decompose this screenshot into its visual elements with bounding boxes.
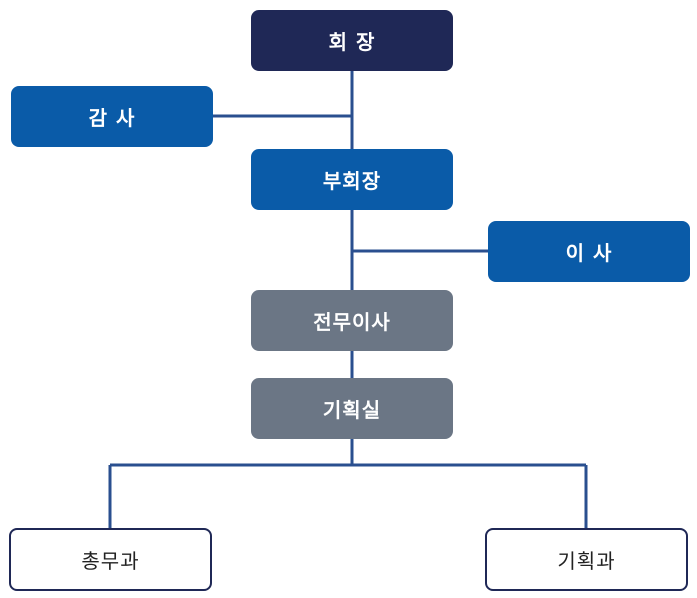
planning-dept-box: 기획과 (485, 528, 688, 591)
director-box: 이 사 (488, 221, 690, 282)
planning-dept-label: 기획과 (557, 549, 616, 573)
planning-office-box: 기획실 (251, 378, 453, 439)
chairman-box: 회 장 (251, 10, 453, 71)
auditor-label: 감 사 (88, 106, 136, 130)
vice-chairman-box: 부회장 (251, 149, 453, 210)
director-label: 이 사 (565, 241, 613, 265)
managing-director-label: 전무이사 (313, 310, 391, 334)
chairman-label: 회 장 (328, 30, 376, 54)
vice-chairman-label: 부회장 (322, 169, 382, 193)
general-affairs-box: 총무과 (9, 528, 212, 591)
managing-director-box: 전무이사 (251, 290, 453, 351)
auditor-box: 감 사 (11, 86, 213, 147)
planning-office-label: 기획실 (322, 398, 382, 422)
general-affairs-label: 총무과 (81, 549, 140, 573)
